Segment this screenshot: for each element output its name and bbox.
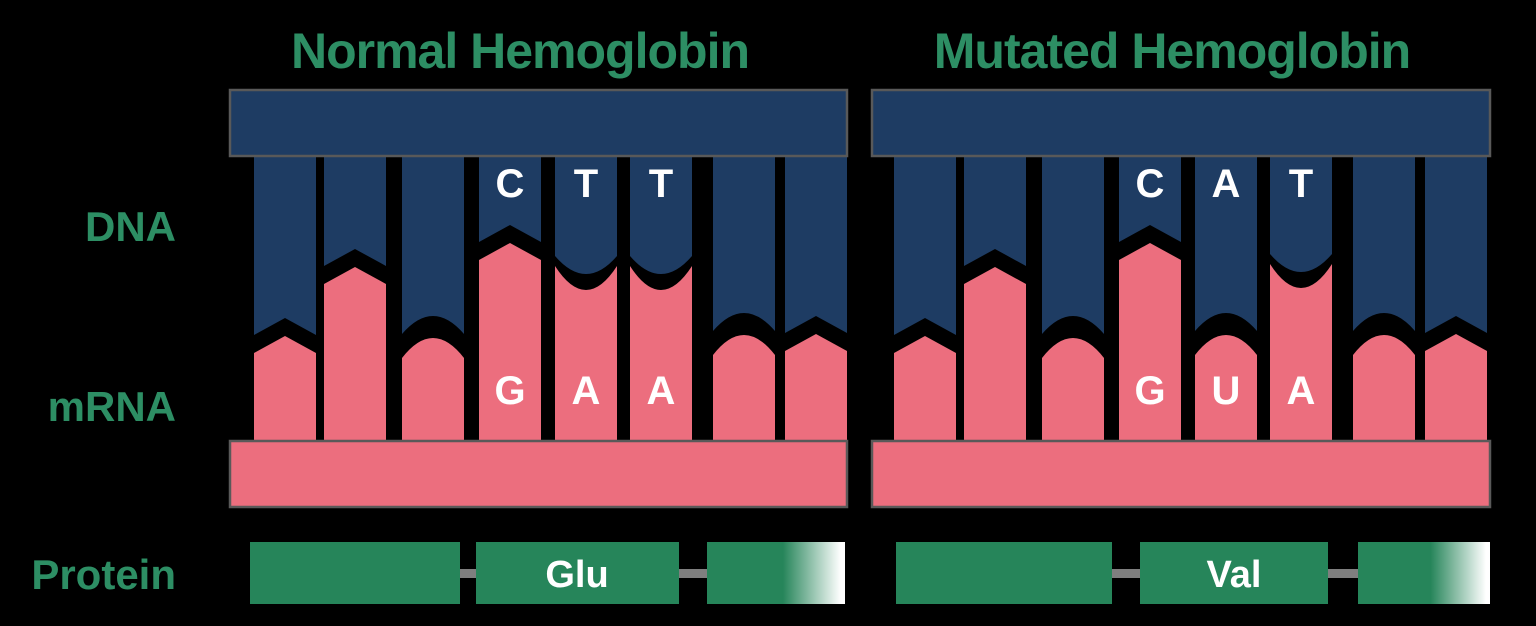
- protein-block: [476, 542, 679, 604]
- dna-nucleotide-tooth: [1425, 150, 1487, 333]
- dna-nucleotide-tooth: [785, 150, 847, 333]
- dna-nucleotide-tooth: [479, 150, 541, 242]
- protein-block: [1140, 542, 1328, 604]
- row-label-mrna: mRNA: [48, 383, 176, 430]
- row-label-dna: DNA: [85, 203, 176, 250]
- mrna-nucleotide-tooth: [1195, 335, 1257, 445]
- mrna-backbone: [228, 439, 849, 509]
- mrna-nucleotide-tooth: [630, 266, 692, 445]
- shapes-layer: [228, 88, 1492, 604]
- protein-block: [896, 542, 1112, 604]
- mrna-base-letter: U: [1212, 369, 1241, 413]
- row-label-protein: Protein: [31, 551, 176, 598]
- mrna-nucleotide-tooth: [713, 335, 775, 445]
- mrna-nucleotide-tooth: [1119, 243, 1181, 445]
- mrna-base-letter: A: [572, 369, 601, 413]
- dna-nucleotide-tooth: [713, 150, 775, 331]
- protein-block: [250, 542, 460, 604]
- dna-nucleotide-tooth: [324, 150, 386, 266]
- dna-nucleotide-tooth: [1195, 150, 1257, 331]
- peptide-bond-connector: [1112, 569, 1140, 578]
- mrna-nucleotide-tooth: [964, 267, 1026, 445]
- amino-acid-label-mutated: Val: [1207, 554, 1262, 596]
- dna-nucleotide-tooth: [254, 150, 316, 335]
- mrna-nucleotide-tooth: [402, 338, 464, 445]
- protein-block-fading: [1358, 542, 1490, 604]
- dna-backbone: [228, 88, 849, 158]
- mrna-nucleotide-tooth: [555, 266, 617, 445]
- peptide-bond-connector: [460, 569, 476, 578]
- dna-nucleotide-tooth: [630, 150, 692, 274]
- dna-nucleotide-tooth: [555, 150, 617, 274]
- mrna-nucleotide-tooth: [1270, 264, 1332, 445]
- dna-base-letter: C: [496, 162, 525, 206]
- mrna-nucleotide-tooth: [785, 334, 847, 445]
- panel-title-mutated: Mutated Hemoglobin: [934, 23, 1410, 79]
- dna-base-letter: T: [574, 162, 598, 206]
- mrna-nucleotide-tooth: [324, 267, 386, 445]
- mrna-nucleotide-tooth: [479, 243, 541, 445]
- mrna-base-letter: A: [1287, 369, 1316, 413]
- mrna-base-letter: G: [1134, 369, 1165, 413]
- dna-base-letter: C: [1136, 162, 1165, 206]
- mrna-nucleotide-tooth: [894, 336, 956, 445]
- mrna-nucleotide-tooth: [1425, 334, 1487, 445]
- dna-nucleotide-tooth: [964, 150, 1026, 266]
- dna-base-letter: T: [1289, 162, 1313, 206]
- dna-base-letter: T: [649, 162, 673, 206]
- mrna-base-letter: G: [494, 369, 525, 413]
- dna-backbone: [870, 88, 1492, 158]
- protein-block-fading: [707, 542, 845, 604]
- peptide-bond-connector: [1328, 569, 1358, 578]
- mrna-nucleotide-tooth: [1353, 335, 1415, 445]
- dna-nucleotide-tooth: [1270, 150, 1332, 272]
- dna-nucleotide-tooth: [894, 150, 956, 335]
- mrna-base-letter: A: [647, 369, 676, 413]
- dna-base-letter: A: [1212, 162, 1241, 206]
- panel-title-normal: Normal Hemoglobin: [291, 23, 749, 79]
- dna-nucleotide-tooth: [1353, 150, 1415, 331]
- amino-acid-label-normal: Glu: [545, 554, 608, 596]
- peptide-bond-connector: [679, 569, 707, 578]
- mrna-nucleotide-tooth: [1042, 338, 1104, 445]
- dna-nucleotide-tooth: [1119, 150, 1181, 242]
- dna-nucleotide-tooth: [1042, 150, 1104, 334]
- mrna-backbone: [870, 439, 1492, 509]
- dna-nucleotide-tooth: [402, 150, 464, 334]
- mrna-nucleotide-tooth: [254, 336, 316, 445]
